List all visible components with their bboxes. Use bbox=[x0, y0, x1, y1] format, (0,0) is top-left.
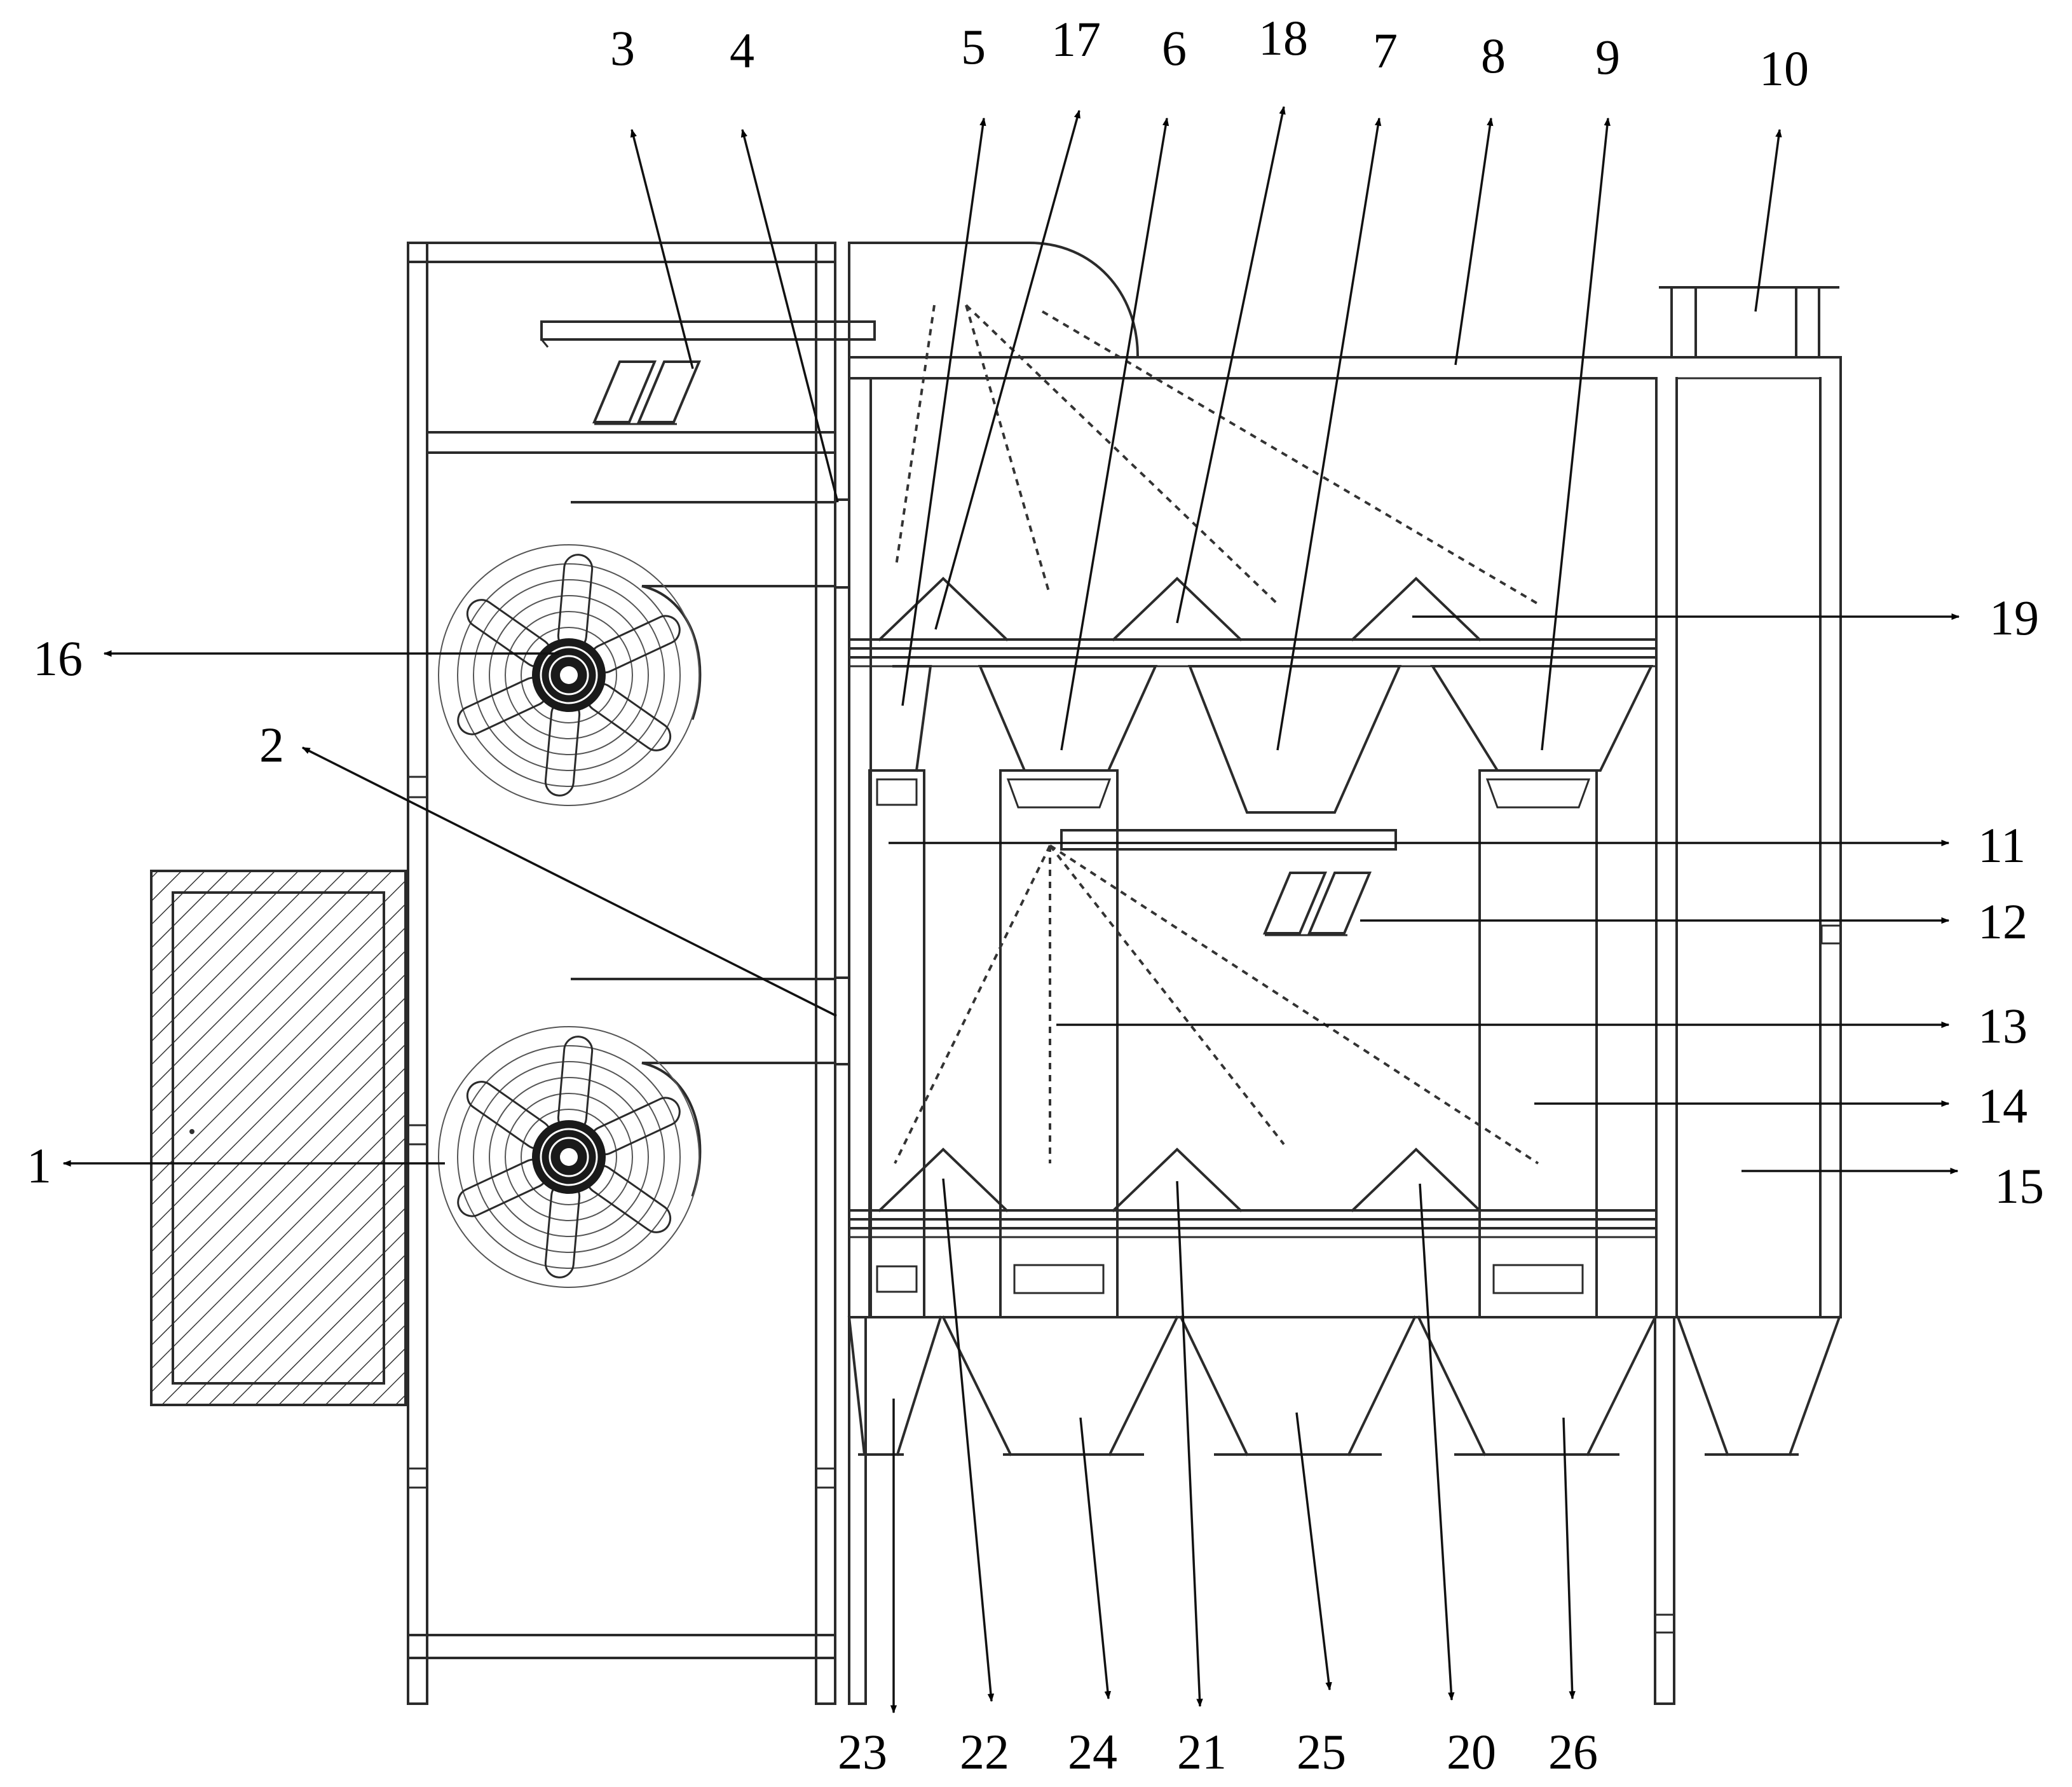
label-19: 19 bbox=[1989, 590, 2039, 645]
label-12: 12 bbox=[1978, 894, 2028, 949]
label-21: 21 bbox=[1177, 1724, 1227, 1779]
label-9: 9 bbox=[1595, 29, 1620, 85]
bottom-hoppers bbox=[847, 1315, 1841, 1456]
part-labels: 3 4 5 17 6 18 7 8 9 10 19 16 2 11 12 13 … bbox=[27, 10, 2044, 1779]
chimney bbox=[1659, 286, 1839, 359]
lower-spray-pattern bbox=[894, 844, 1539, 1165]
side-port bbox=[1820, 924, 1842, 945]
label-6: 6 bbox=[1162, 20, 1187, 76]
leader-lines bbox=[62, 106, 1960, 1714]
label-1: 1 bbox=[27, 1138, 51, 1193]
label-20: 20 bbox=[1447, 1724, 1496, 1779]
label-2: 2 bbox=[259, 717, 284, 772]
label-4: 4 bbox=[730, 23, 754, 78]
lower-shelf bbox=[848, 1147, 1658, 1238]
label-26: 26 bbox=[1548, 1724, 1598, 1779]
label-15: 15 bbox=[1994, 1158, 2044, 1214]
hopper-7 bbox=[1188, 665, 1402, 814]
lower-duct-outlet bbox=[834, 976, 850, 1065]
column-mid bbox=[999, 769, 1119, 1318]
control-cabinet bbox=[150, 870, 407, 1406]
label-11: 11 bbox=[1978, 818, 2026, 873]
label-24: 24 bbox=[1068, 1724, 1117, 1779]
upper-duct-outlet bbox=[834, 498, 850, 589]
label-13: 13 bbox=[1978, 998, 2028, 1053]
label-17: 17 bbox=[1051, 11, 1101, 67]
upper-shelf bbox=[848, 577, 1658, 668]
hopper-9 bbox=[1430, 665, 1654, 772]
upper-fan bbox=[437, 501, 836, 807]
label-14: 14 bbox=[1978, 1078, 2028, 1133]
lower-fan bbox=[437, 978, 836, 1289]
label-5: 5 bbox=[961, 19, 986, 74]
upper-spray-pattern bbox=[895, 304, 1539, 605]
label-7: 7 bbox=[1373, 23, 1398, 78]
fan-frame bbox=[407, 242, 836, 1705]
inlet-hood bbox=[850, 242, 1140, 358]
top-spray-bar bbox=[540, 320, 876, 425]
column-left bbox=[868, 769, 925, 1318]
label-22: 22 bbox=[960, 1724, 1009, 1779]
label-3: 3 bbox=[610, 20, 635, 76]
label-18: 18 bbox=[1258, 10, 1308, 65]
label-23: 23 bbox=[838, 1724, 887, 1779]
middle-spray-bar bbox=[1060, 829, 1397, 936]
label-8: 8 bbox=[1481, 28, 1506, 83]
column-right bbox=[1478, 769, 1598, 1318]
legs bbox=[848, 1316, 1675, 1705]
label-10: 10 bbox=[1759, 41, 1809, 96]
hopper-5 bbox=[892, 665, 932, 772]
label-16: 16 bbox=[33, 631, 83, 686]
label-25: 25 bbox=[1297, 1724, 1346, 1779]
